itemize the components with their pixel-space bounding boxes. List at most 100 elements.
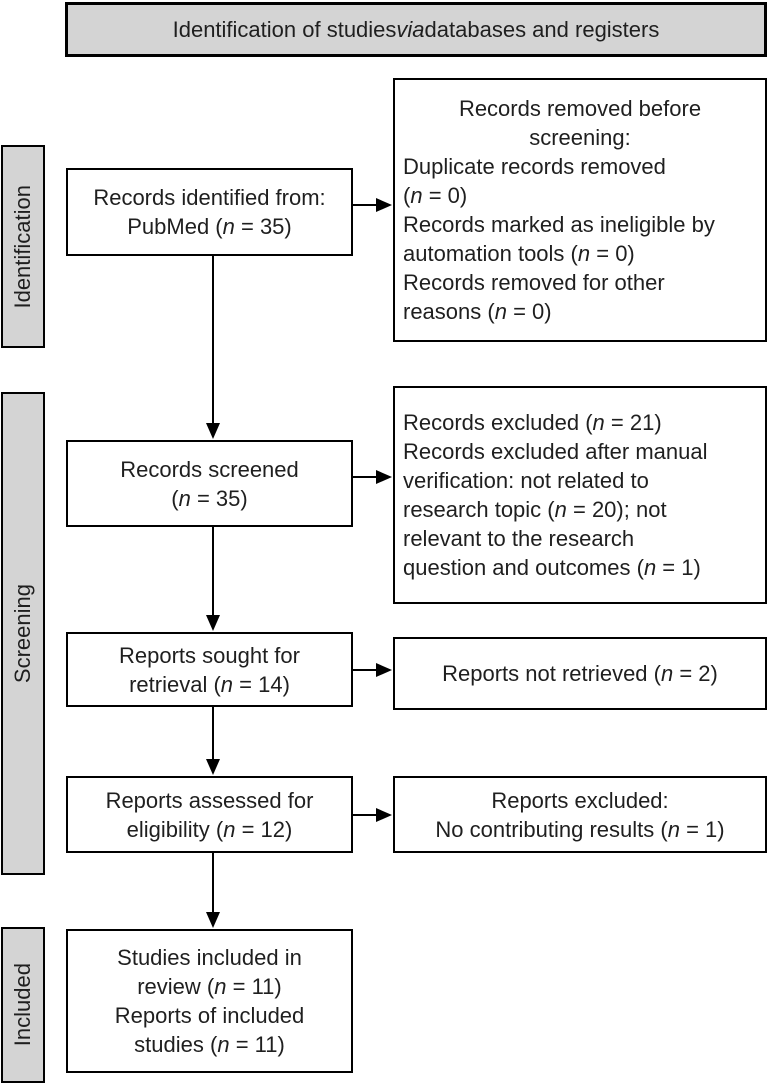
text-segment: databases and registers	[424, 16, 660, 42]
text-segment: eligibility (	[126, 816, 224, 842]
text-segment: = 20); not	[566, 497, 667, 522]
text-line: question and outcomes (n = 1)	[403, 553, 757, 582]
text-segment: automation tools (	[403, 241, 578, 266]
text-line: Records excluded after manual	[403, 437, 757, 466]
arrow-assessed-to-excluded	[353, 808, 392, 822]
italic-text-segment: n	[660, 661, 674, 686]
text-line: Records marked as ineligible by	[403, 210, 757, 239]
text-segment: Studies included in	[117, 945, 302, 970]
text-segment: No contributing results (	[435, 816, 668, 842]
text-line: Reports not retrieved (n = 2)	[403, 659, 757, 688]
text-segment: = 0)	[590, 241, 635, 266]
italic-text-segment: n	[178, 485, 191, 511]
text-segment: question and outcomes (	[403, 555, 644, 580]
text-segment: Records removed before	[458, 96, 702, 121]
text-line: Records removed for other	[403, 268, 757, 297]
text-segment: retrieval (	[129, 671, 221, 697]
text-segment: Records marked as ineligible by	[403, 212, 715, 237]
stage-label-screening: Screening	[10, 583, 35, 684]
text-line: Reports of included	[76, 1001, 343, 1030]
text-segment: = 1)	[656, 555, 701, 580]
text-segment: Records identified from:	[93, 185, 326, 210]
italic-text-segment: n	[577, 241, 591, 266]
text-line: screening:	[403, 123, 757, 152]
text-segment: = 12)	[235, 816, 293, 842]
text-segment: = 0)	[422, 183, 468, 208]
text-segment: Reports of included	[114, 1003, 305, 1028]
italic-text-segment: n	[592, 410, 605, 435]
italic-text-segment: n	[217, 1032, 230, 1057]
arrow-sought-to-not-retrieved	[353, 663, 392, 677]
text-segment: Records removed for other	[403, 270, 665, 295]
arrow-assessed-to-included	[206, 853, 220, 928]
text-line: reasons (n = 0)	[403, 297, 757, 326]
diagram-title: Identification of studies via databases …	[65, 2, 767, 57]
text-segment: Reports sought for	[119, 642, 300, 668]
text-segment: Identification of studies	[172, 16, 397, 42]
text-line: Studies included in	[76, 943, 343, 972]
stage-label-included: Included	[10, 963, 35, 1047]
text-line: automation tools (n = 0)	[403, 239, 757, 268]
stage-label-identification: Identification	[10, 184, 35, 309]
box-reports-excluded: Reports excluded:No contributing results…	[393, 776, 767, 853]
text-segment: = 0)	[506, 299, 552, 324]
text-line: (n = 0)	[403, 181, 757, 210]
box-records-identified: Records identified from:PubMed (n = 35)	[66, 168, 353, 256]
box-records-excluded: Records excluded (n = 21)Records exclude…	[393, 386, 767, 604]
box-reports-not-retrieved: Reports not retrieved (n = 2)	[393, 637, 767, 710]
italic-text-segment: n	[410, 183, 423, 208]
text-segment: Duplicate records removed	[403, 154, 666, 179]
text-line: relevant to the research	[403, 524, 757, 553]
italic-text-segment: n	[643, 555, 657, 580]
text-line: retrieval (n = 14)	[76, 670, 343, 699]
text-segment: = 11)	[226, 974, 282, 999]
italic-text-segment: n	[222, 214, 235, 239]
text-segment: relevant to the research	[403, 526, 635, 551]
text-segment: = 2)	[673, 661, 718, 686]
text-segment: Reports assessed for	[105, 787, 314, 813]
text-line: (n = 35)	[76, 484, 343, 513]
text-line: Reports assessed for	[76, 786, 343, 815]
box-records-removed-before-screening: Records removed before screening: Duplicat…	[393, 78, 767, 342]
text-segment: screening:	[529, 125, 631, 150]
arrow-screened-to-sought	[206, 527, 220, 631]
text-segment: (	[171, 485, 179, 511]
italic-text-segment: n	[223, 816, 236, 842]
text-segment: = 35)	[234, 214, 292, 239]
text-line: review (n = 11)	[76, 972, 343, 1001]
italic-text-segment: n	[554, 497, 567, 522]
text-segment: PubMed (	[127, 214, 223, 239]
text-line: Records removed before	[403, 94, 757, 123]
box-records-screened: Records screened(n = 35)	[66, 440, 353, 527]
text-line: No contributing results (n = 1)	[403, 815, 757, 844]
text-line: Reports excluded:	[403, 786, 757, 815]
stage-band-screening: Screening	[1, 392, 45, 875]
text-line: research topic (n = 20); not	[403, 495, 757, 524]
text-segment: Reports not retrieved (	[442, 661, 661, 686]
text-line: Records identified from:	[76, 183, 343, 212]
text-line: studies (n = 11)	[76, 1030, 343, 1059]
text-segment: research topic (	[403, 497, 555, 522]
italic-text-segment: via	[396, 16, 425, 42]
text-line: verification: not related to	[403, 466, 757, 495]
text-line: PubMed (n = 35)	[76, 212, 343, 241]
text-segment: Reports excluded:	[491, 787, 669, 813]
text-segment: Records screened	[120, 456, 299, 482]
italic-text-segment: n	[667, 816, 680, 842]
text-segment: reasons (	[403, 299, 495, 324]
italic-text-segment: n	[220, 671, 234, 697]
arrow-identified-to-removed	[353, 198, 392, 212]
text-segment: studies (	[134, 1032, 218, 1057]
text-segment: review (	[137, 974, 215, 999]
text-segment: = 11)	[229, 1032, 285, 1057]
text-segment: Records excluded after manual	[403, 439, 708, 464]
text-segment: (	[403, 183, 411, 208]
text-line: eligibility (n = 12)	[76, 815, 343, 844]
arrow-sought-to-assessed	[206, 707, 220, 775]
arrow-screened-to-excluded	[353, 470, 392, 484]
text-segment: = 1)	[679, 816, 725, 842]
arrow-identified-to-screened	[206, 256, 220, 439]
